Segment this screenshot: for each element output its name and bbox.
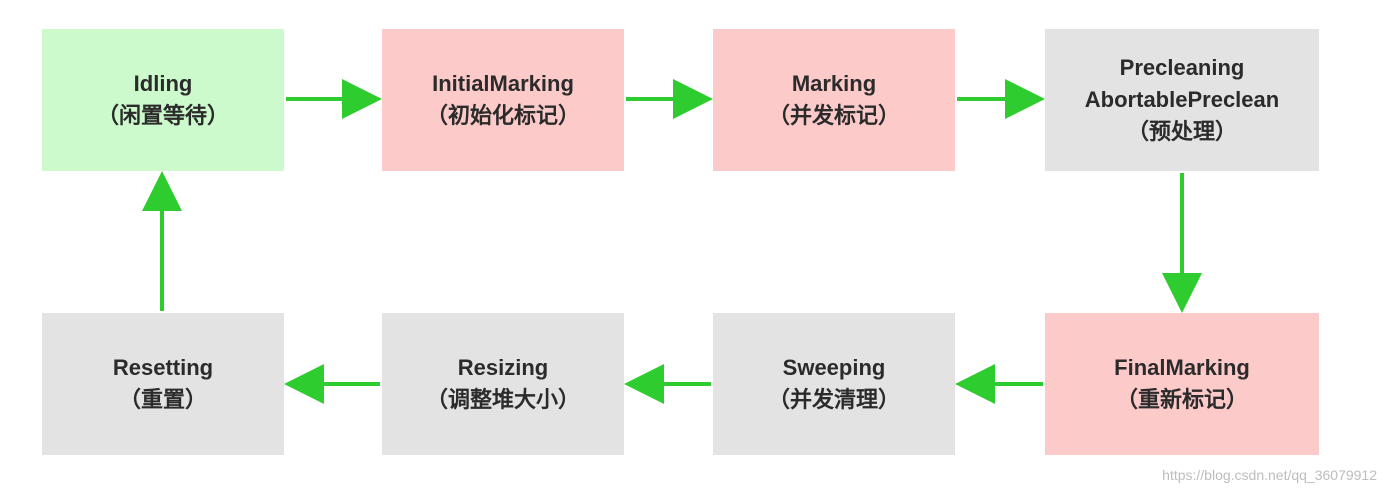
resetting-title: Resetting xyxy=(112,355,214,380)
precleaning-title: Precleaning xyxy=(1119,55,1245,80)
marking-node: Marking （并发标记） xyxy=(713,29,955,171)
resizing-node: Resizing （调整堆大小） xyxy=(382,313,624,455)
abortable-preclean-title: AbortablePreclean xyxy=(1084,87,1280,112)
watermark-text: https://blog.csdn.net/qq_36079912 xyxy=(1162,467,1377,483)
initial-marking-subtitle: （初始化标记） xyxy=(425,103,580,128)
precleaning-node: Precleaning AbortablePreclean （预处理） xyxy=(1045,29,1319,171)
resizing-title: Resizing xyxy=(457,355,549,380)
sweeping-subtitle: （并发清理） xyxy=(767,387,900,412)
precleaning-subtitle: （预处理） xyxy=(1126,119,1237,144)
final-marking-title: FinalMarking xyxy=(1114,355,1250,380)
sweeping-node: Sweeping （并发清理） xyxy=(713,313,955,455)
idling-subtitle: （闲置等待） xyxy=(96,103,229,128)
final-marking-node: FinalMarking （重新标记） xyxy=(1045,313,1319,455)
marking-title: Marking xyxy=(791,71,877,96)
initial-marking-title: InitialMarking xyxy=(432,71,574,96)
resizing-subtitle: （调整堆大小） xyxy=(425,387,580,412)
initial-marking-node: InitialMarking （初始化标记） xyxy=(382,29,624,171)
marking-subtitle: （并发标记） xyxy=(767,103,900,128)
resetting-subtitle: （重置） xyxy=(118,387,207,412)
resetting-node: Resetting （重置） xyxy=(42,313,284,455)
idling-title: Idling xyxy=(133,71,193,96)
final-marking-subtitle: （重新标记） xyxy=(1115,387,1248,412)
sweeping-title: Sweeping xyxy=(782,355,886,380)
idling-node: Idling （闲置等待） xyxy=(42,29,284,171)
